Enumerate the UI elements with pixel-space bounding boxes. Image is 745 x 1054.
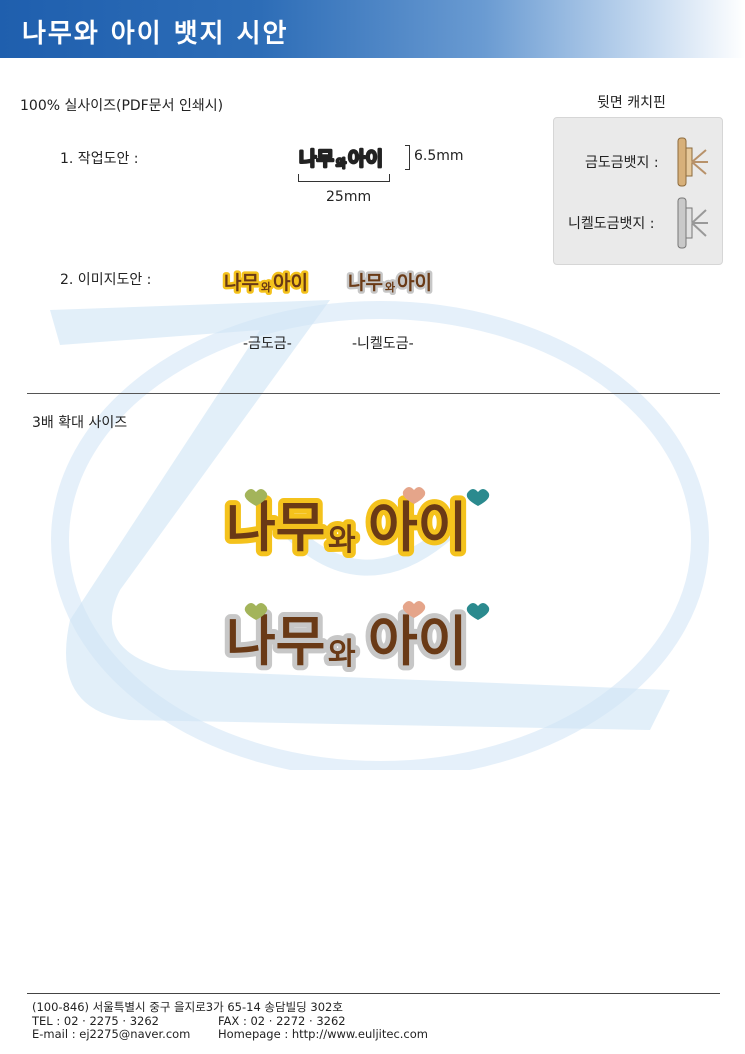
svg-text:와: 와 xyxy=(328,523,356,558)
watermark-logo-icon xyxy=(50,300,709,770)
svg-text:나무: 나무 xyxy=(226,610,325,673)
actual-size-heading: 100% 실사이즈(PDF문서 인쇄시) xyxy=(20,98,224,114)
svg-text:아이: 아이 xyxy=(368,496,467,559)
nickel-caption: -니켈도금- xyxy=(352,336,414,352)
back-pin-title: 뒷면 캐치핀 xyxy=(597,95,666,111)
svg-text:나무: 나무 xyxy=(226,496,325,559)
gold-badge-large-logo: 나무 와 아이 나무 와 아이 xyxy=(221,487,490,564)
nickel-badge-large-logo: 나무 와 아이 나무 와 아이 xyxy=(221,601,490,678)
heart-icon xyxy=(244,603,268,620)
height-dimension-label: 6.5mm xyxy=(414,148,464,164)
svg-text:아이: 아이 xyxy=(368,610,467,673)
gold-caption: -금도금- xyxy=(243,336,292,352)
work-design-label: 1. 작업도안 : xyxy=(60,151,139,167)
work-design-logo: 나무 와 아이 xyxy=(298,147,384,170)
logo-text-end: 아이 xyxy=(348,148,383,170)
gold-pin-label: 금도금뱃지 : xyxy=(585,155,659,171)
svg-text:아이: 아이 xyxy=(368,496,467,559)
footer-address: (100-846) 서울특별시 중구 을지로3가 65-14 송담빌딩 302호 xyxy=(32,1000,343,1014)
heart-icon xyxy=(402,601,426,618)
logo-text-mid: 와 xyxy=(336,156,346,170)
heart-icon xyxy=(466,603,490,620)
page-title: 나무와 아이 뱃지 시안 xyxy=(22,19,289,49)
gold-badge-small-logo: 나무 와 아이 나무 와 아이 xyxy=(222,270,310,296)
footer-fax: FAX : 02 · 2272 · 3262 xyxy=(218,1014,346,1028)
svg-text:와: 와 xyxy=(328,637,356,672)
footer-tel: TEL : 02 · 2275 · 3262 xyxy=(32,1014,159,1028)
svg-text:와: 와 xyxy=(261,280,271,294)
image-design-label: 2. 이미지도안 : xyxy=(60,272,152,288)
gold-catch-pin-icon xyxy=(677,137,708,187)
svg-text:나무: 나무 xyxy=(348,272,383,294)
nickel-pin-label: 니켈도금뱃지 : xyxy=(568,216,655,232)
width-dimension-bracket xyxy=(298,174,390,182)
back-pin-panel: 금도금뱃지 : 니켈도금뱃지 : xyxy=(553,117,723,265)
svg-text:아이: 아이 xyxy=(273,272,308,294)
heart-icon xyxy=(244,489,268,506)
svg-text:아이: 아이 xyxy=(273,272,308,294)
svg-text:아이: 아이 xyxy=(397,272,432,294)
section-divider xyxy=(27,393,720,394)
svg-text:아이: 아이 xyxy=(397,272,432,294)
enlarged-size-heading: 3배 확대 사이즈 xyxy=(32,415,128,431)
svg-text:나무: 나무 xyxy=(224,272,259,294)
footer-email: E-mail : ej2275@naver.com xyxy=(32,1027,191,1041)
footer-homepage: Homepage : http://www.euljitec.com xyxy=(218,1027,428,1041)
svg-text:나무: 나무 xyxy=(224,272,259,294)
nickel-catch-pin-icon xyxy=(677,197,708,249)
nickel-badge-small-logo: 나무 와 아이 나무 와 아이 xyxy=(346,270,434,296)
height-dimension-bracket xyxy=(405,145,410,170)
svg-text:와: 와 xyxy=(385,280,395,294)
logo-text-main: 나무 xyxy=(299,148,334,170)
svg-text:와: 와 xyxy=(261,280,271,294)
heart-icon xyxy=(402,487,426,504)
svg-text:나무: 나무 xyxy=(226,610,325,673)
svg-text:와: 와 xyxy=(385,280,395,294)
header-bar: 나무와 아이 뱃지 시안 xyxy=(0,0,745,58)
svg-text:나무: 나무 xyxy=(226,496,325,559)
svg-text:와: 와 xyxy=(328,637,356,672)
footer-divider xyxy=(27,993,720,994)
svg-text:와: 와 xyxy=(328,523,356,558)
svg-text:나무: 나무 xyxy=(348,272,383,294)
svg-text:아이: 아이 xyxy=(368,610,467,673)
heart-icon xyxy=(466,489,490,506)
width-dimension-label: 25mm xyxy=(326,189,372,205)
